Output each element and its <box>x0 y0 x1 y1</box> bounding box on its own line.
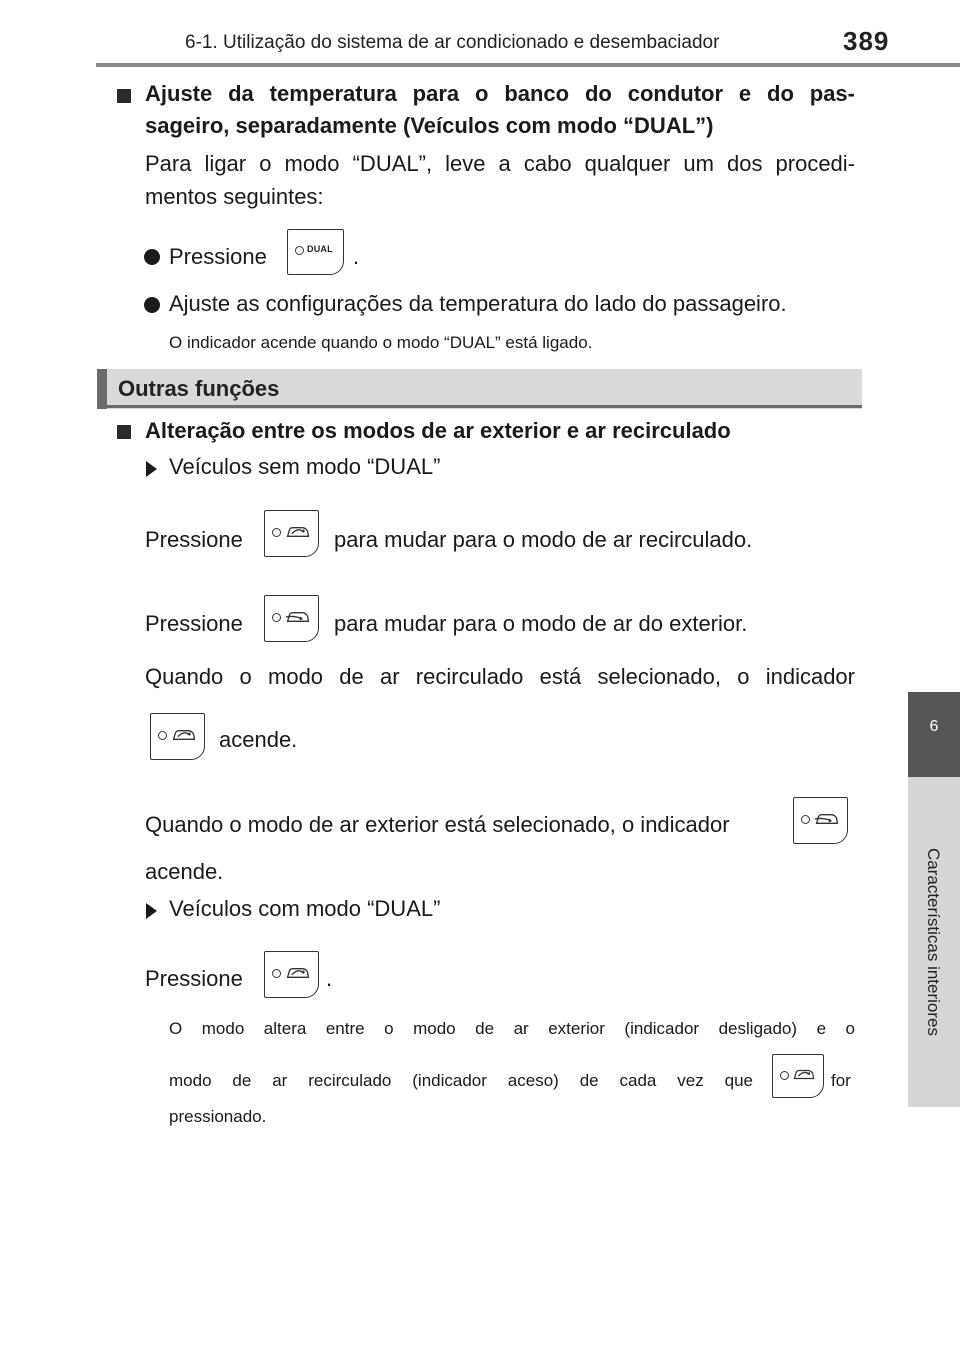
dual-button-label: DUAL <box>307 244 333 254</box>
dual-press-suffix: . <box>326 966 333 991</box>
section-header-title: 6-1. Utilização do sistema de ar condici… <box>185 32 720 53</box>
outside-air-icon <box>264 595 319 642</box>
bullet1-text: Pressione <box>169 244 267 269</box>
dual-button-icon: DUAL <box>287 229 344 275</box>
round-bullet <box>144 297 160 313</box>
dual-press-prefix: Pressione <box>145 966 243 991</box>
toggle-note-line2-suffix: for <box>831 1071 851 1090</box>
chapter-label: Características interiores <box>924 847 943 1036</box>
round-bullet <box>144 249 160 265</box>
outside-indicator-line1: Quando o modo de ar exterior está seleci… <box>145 812 730 837</box>
outside-press-suffix: para mudar para o modo de ar do exterior… <box>334 611 748 636</box>
toggle-note-line3: pressionado. <box>169 1107 267 1126</box>
triangle-bullet <box>146 903 157 919</box>
air-intake-toggle-icon <box>772 1054 824 1098</box>
other-heading: Alteração entre os modos de ar exterior … <box>145 418 731 443</box>
dual-heading-line2: sageiro, separadamente (Veículos com mod… <box>145 113 714 138</box>
sub2-label: Veículos com modo “DUAL” <box>169 896 441 921</box>
recirc-indicator-line2: acende. <box>219 727 298 752</box>
header-rule <box>96 63 960 67</box>
bullet2-text: Ajuste as configurações da temperatura d… <box>169 291 787 316</box>
section-bar-underline <box>97 405 862 408</box>
recirc-press-prefix: Pressione <box>145 527 243 552</box>
sub1-label: Veículos sem modo “DUAL” <box>169 454 441 479</box>
chapter-tab-label-block <box>908 777 960 1107</box>
chapter-tab-number-block <box>908 692 960 777</box>
air-recirculation-icon <box>150 713 205 760</box>
toggle-note-line2: modo de ar recirculado (indicador aceso)… <box>169 1071 753 1090</box>
recirc-press-suffix: para mudar para o modo de ar recirculado… <box>334 527 753 552</box>
dual-heading-line1: Ajuste da temperatura para o banco do co… <box>145 81 855 106</box>
dual-intro-line1: Para ligar o modo “DUAL”, leve a cabo qu… <box>145 151 855 176</box>
page-number: 389 <box>843 26 890 56</box>
chapter-number: 6 <box>929 718 939 735</box>
air-recirculation-icon <box>264 510 319 557</box>
air-intake-toggle-icon <box>264 951 319 998</box>
toggle-note-line1: O modo altera entre o modo de ar exterio… <box>169 1019 855 1038</box>
dual-intro-line2: mentos seguintes: <box>145 184 324 209</box>
triangle-bullet <box>146 461 157 477</box>
outside-air-icon <box>793 797 848 844</box>
bullet1-period: . <box>353 244 360 269</box>
dual-note: O indicador acende quando o modo “DUAL” … <box>169 333 593 352</box>
section-square-bullet <box>117 425 131 439</box>
section-bar <box>97 369 862 409</box>
section-bar-title: Outras funções <box>118 376 280 401</box>
recirc-indicator-line1: Quando o modo de ar recirculado está sel… <box>145 664 855 689</box>
outside-press-prefix: Pressione <box>145 611 243 636</box>
section-square-bullet <box>117 89 131 103</box>
outside-indicator-line2: acende. <box>145 859 224 884</box>
section-bar-accent <box>97 369 107 409</box>
